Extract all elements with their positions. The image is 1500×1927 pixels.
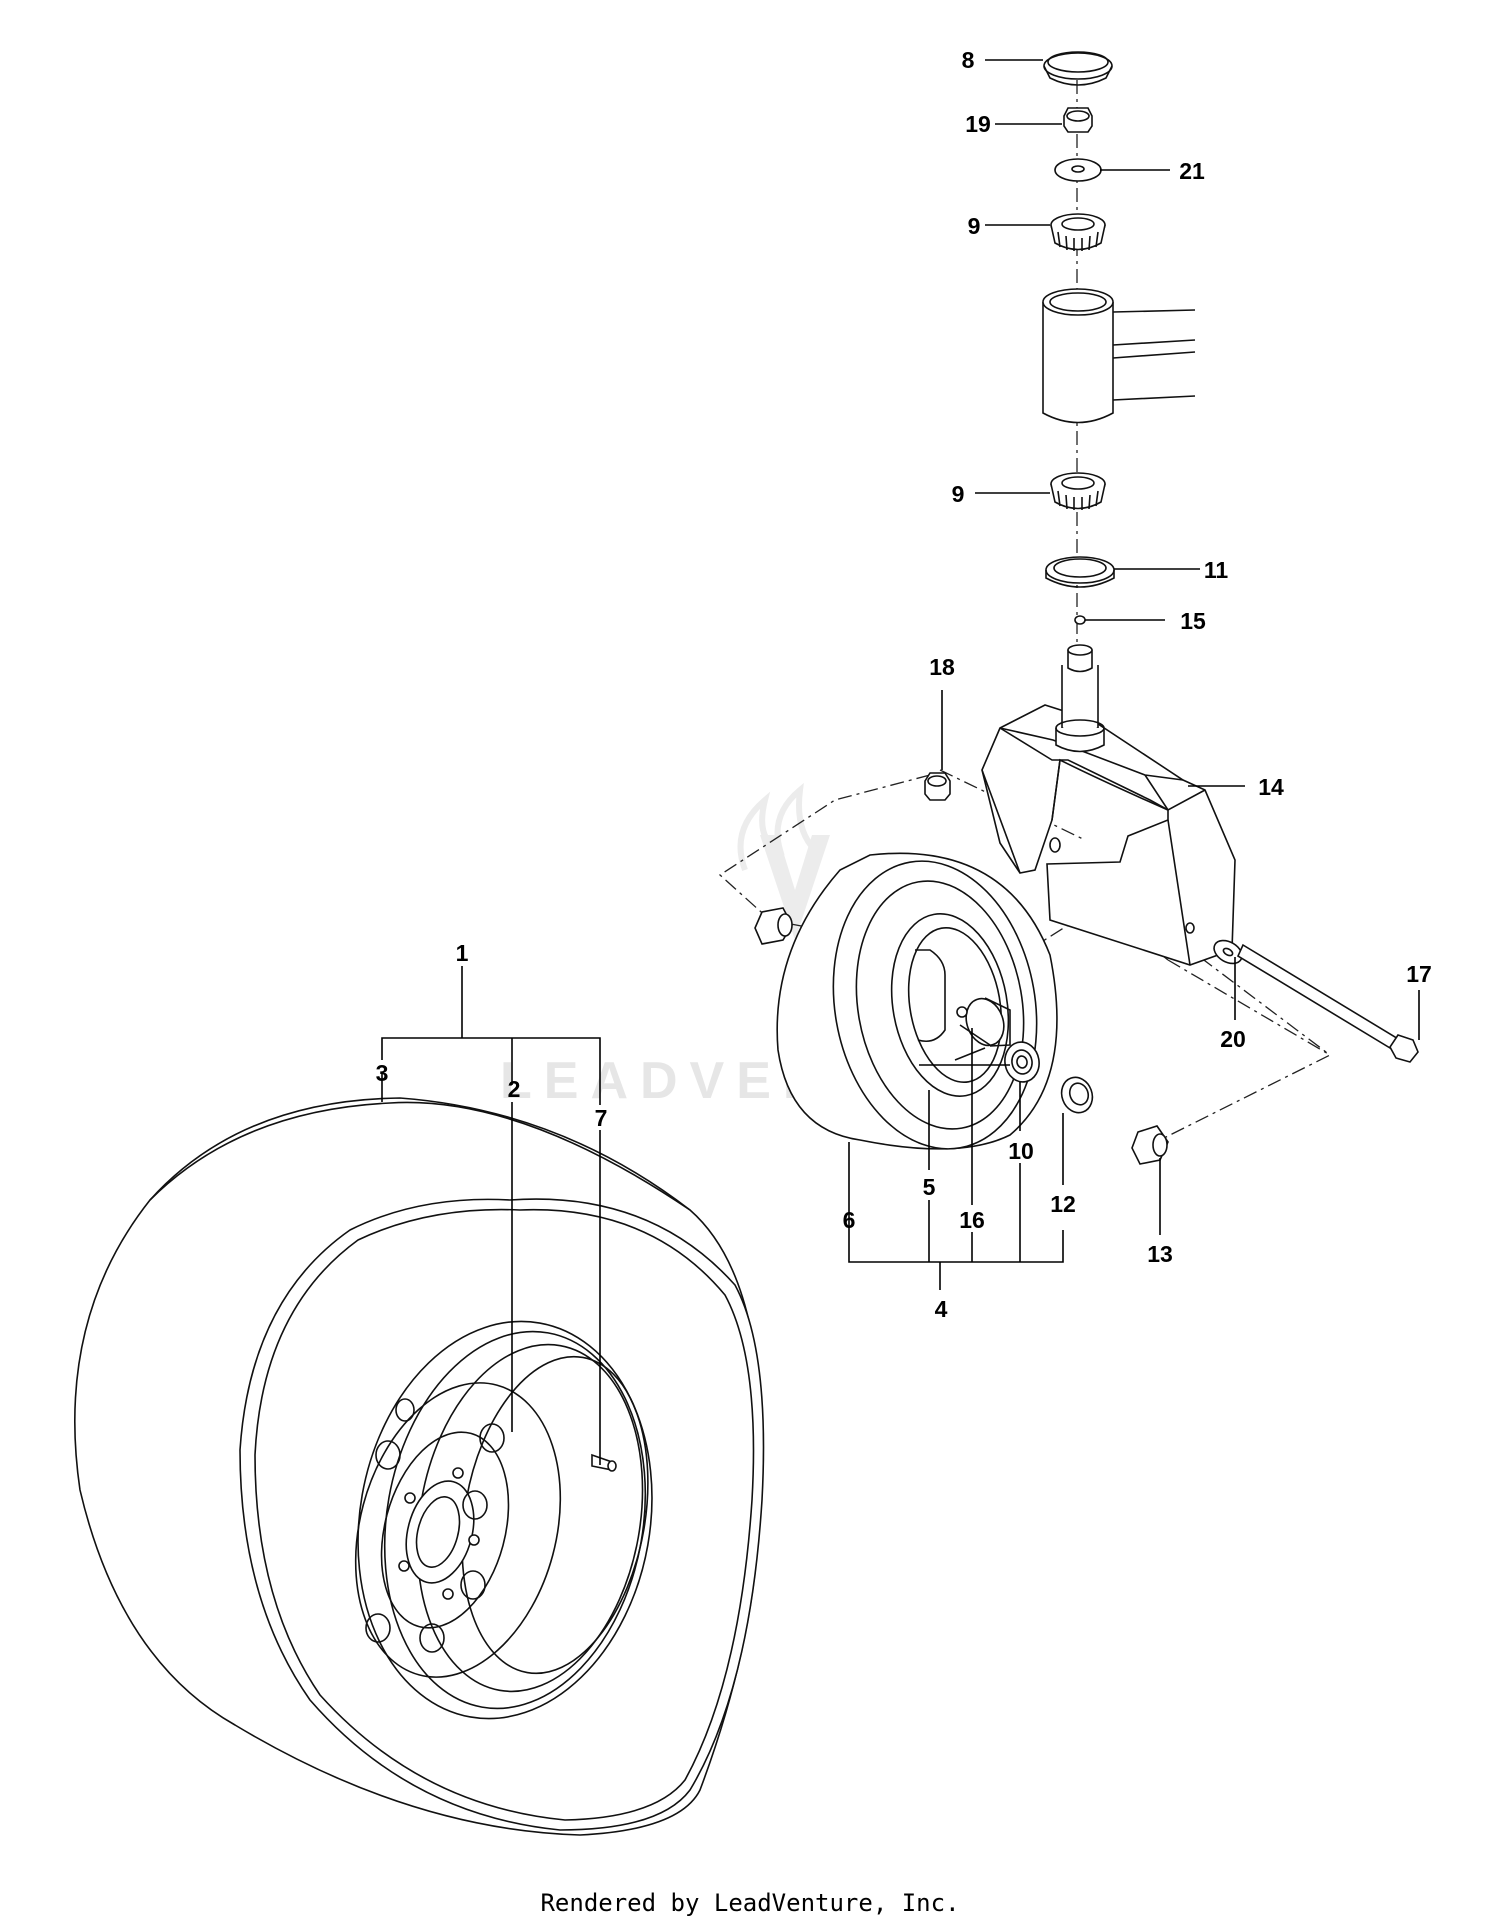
callout-8: 8 (962, 47, 975, 73)
washer-21 (1054, 158, 1102, 182)
leader-lines (381, 59, 1420, 1465)
callout-9-upper: 9 (968, 213, 981, 239)
large-tire-assembly (74, 1097, 765, 1836)
nut-19 (1063, 107, 1093, 133)
callout-1: 1 (456, 940, 469, 966)
nut-18 (924, 772, 951, 801)
callout-5: 5 (923, 1174, 936, 1200)
callout-4: 4 (935, 1296, 948, 1322)
callout-12: 12 (1050, 1191, 1076, 1217)
callout-2: 2 (508, 1076, 521, 1102)
bearing-10 (1004, 1041, 1040, 1083)
cap-8 (1043, 51, 1113, 86)
spacer-13 (1131, 1125, 1169, 1165)
caster-fork-14 (981, 644, 1236, 966)
spacer-left (754, 907, 793, 945)
callout-14: 14 (1258, 774, 1284, 800)
callout-16: 16 (959, 1207, 985, 1233)
footer-credit: Rendered by LeadVenture, Inc. (540, 1889, 959, 1917)
callout-20: 20 (1220, 1026, 1246, 1052)
callout-18: 18 (929, 654, 955, 680)
callout-6: 6 (843, 1207, 856, 1233)
bearing-9-upper (1050, 213, 1106, 251)
callout-15: 15 (1180, 608, 1206, 634)
bolt-17 (1236, 943, 1419, 1063)
callout-17: 17 (1406, 961, 1432, 987)
bearing-9-lower (1050, 472, 1106, 510)
fitting-15 (1074, 615, 1086, 625)
caster-wheel (776, 852, 1058, 1150)
spindle-tube (1042, 288, 1196, 424)
callout-3: 3 (376, 1060, 389, 1086)
callout-13: 13 (1147, 1241, 1173, 1267)
callout-10: 10 (1008, 1138, 1034, 1164)
callout-7: 7 (595, 1105, 608, 1131)
seal-12 (1060, 1076, 1094, 1114)
callout-21: 21 (1179, 158, 1205, 184)
callout-19: 19 (965, 111, 991, 137)
callout-labels: 8 19 21 9 9 11 15 18 14 17 20 1 3 2 7 10… (376, 47, 1432, 1322)
callout-9-lower: 9 (952, 481, 965, 507)
seal-11 (1045, 556, 1115, 588)
callout-11: 11 (1204, 557, 1229, 583)
